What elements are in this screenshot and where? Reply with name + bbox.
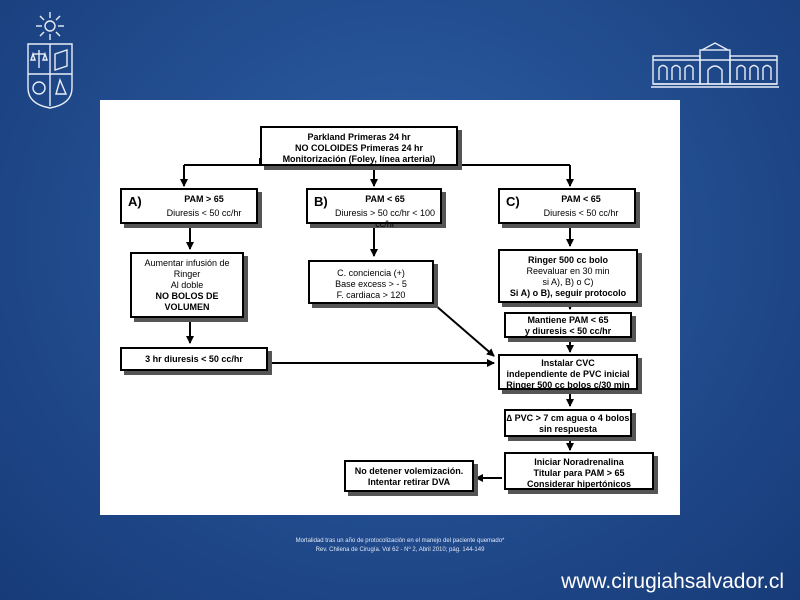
ringer-line-1: Ringer 500 cc bolo — [527, 255, 609, 265]
continue-line-2: Intentar retirar DVA — [367, 477, 451, 487]
noradrenaline-box: Iniciar Noradrenalina Titular para PAM >… — [504, 452, 654, 490]
ringer-line-3: si A), B) o C) — [542, 277, 594, 287]
noradrenaline-line-3: Considerar hipertónicos — [526, 479, 632, 489]
signs-line-3: F. cardiaca > 120 — [336, 290, 406, 300]
diuresis-3hr-text: 3 hr diuresis < 50 cc/hr — [145, 354, 243, 364]
initial-line-2: NO COLOIDES Primeras 24 hr — [294, 143, 424, 153]
branch-c-line-1: PAM < 65 — [561, 194, 601, 204]
branch-b-box: B) PAM < 65 Diuresis > 50 cc/hr < 100 cc… — [306, 188, 442, 229]
pvc-response-box: ∆ PVC > 7 cm agua o 4 bolos sin respuest… — [504, 409, 632, 437]
infusion-line-5: VOLUMEN — [164, 302, 210, 312]
cvc-line-2: independiente de PVC inicial — [506, 369, 630, 379]
cvc-line-1: Instalar CVC — [541, 358, 595, 368]
infusion-line-2: Ringer — [173, 269, 201, 279]
noradrenaline-line-2: Titular para PAM > 65 — [533, 468, 625, 478]
infusion-line-1: Aumentar infusión de — [144, 258, 230, 268]
maintains-line-2: y diuresis < 50 cc/hr — [524, 326, 612, 336]
initial-protocol-box: Parkland Primeras 24 hr NO COLOIDES Prim… — [260, 126, 458, 166]
maintains-pam-box: Mantiene PAM < 65 y diuresis < 50 cc/hr — [504, 312, 632, 338]
pvc-line-2: sin respuesta — [538, 424, 598, 434]
citation-source: Rev. Chilena de Cirugía. Vol 62 - Nº 2, … — [315, 547, 485, 553]
website-url: www.cirugiahsalvador.cl — [561, 570, 784, 593]
continue-volemization-box: No detener volemización. Intentar retira… — [344, 460, 474, 492]
branch-b-line-2: Diuresis > 50 cc/hr < 100 cc/hr — [334, 208, 436, 229]
cvc-line-3: Ringer 500 cc bolos c/30 min — [506, 380, 630, 390]
maintains-line-1: Mantiene PAM < 65 — [527, 315, 609, 325]
ringer-line-2: Reevaluar en 30 min — [526, 266, 610, 276]
initial-line-1: Parkland Primeras 24 hr — [307, 132, 411, 142]
flowchart-panel: Parkland Primeras 24 hr NO COLOIDES Prim… — [100, 100, 680, 515]
branch-c-line-2: Diuresis < 50 cc/hr — [543, 208, 619, 218]
citation-title: Mortalidad tras un año de protocolizació… — [295, 538, 505, 544]
branch-a-label: A) — [128, 194, 142, 209]
university-logo — [22, 10, 78, 110]
branch-a-line-1: PAM > 65 — [184, 194, 224, 204]
branch-c-label: C) — [506, 194, 520, 209]
branch-b-line-1: PAM < 65 — [365, 194, 405, 204]
signs-line-2: Base excess > - 5 — [335, 279, 407, 289]
signs-line-1: C. conciencia (+) — [337, 268, 405, 278]
ringer-line-4: Si A) o B), seguir protocolo — [509, 288, 627, 298]
pvc-line-1: ∆ PVC > 7 cm agua o 4 bolos — [506, 413, 630, 423]
ringer-bolus-box: Ringer 500 cc bolo Reevaluar en 30 min s… — [498, 249, 638, 303]
infusion-line-3: Al doble — [170, 280, 204, 290]
branch-b-label: B) — [314, 194, 328, 209]
continue-line-1: No detener volemización. — [354, 466, 464, 476]
initial-line-3: Monitorización (Foley, línea arterial) — [282, 154, 436, 164]
infusion-line-4: NO BOLOS DE — [155, 291, 219, 301]
branch-c-box: C) PAM < 65 Diuresis < 50 cc/hr — [498, 188, 636, 224]
diuresis-3hr-box: 3 hr diuresis < 50 cc/hr — [120, 347, 268, 371]
increase-infusion-box: Aumentar infusión de Ringer Al doble NO … — [130, 252, 244, 318]
branch-a-box: A) PAM > 65 Diuresis < 50 cc/hr — [120, 188, 258, 224]
noradrenaline-line-1: Iniciar Noradrenalina — [534, 457, 624, 467]
install-cvc-box: Instalar CVC independiente de PVC inicia… — [498, 354, 638, 390]
citation: Mortalidad tras un año de protocolizació… — [200, 537, 600, 555]
clinical-signs-box: C. conciencia (+) Base excess > - 5 F. c… — [308, 260, 434, 304]
hospital-building-logo — [650, 40, 780, 90]
branch-a-line-2: Diuresis < 50 cc/hr — [166, 208, 242, 218]
